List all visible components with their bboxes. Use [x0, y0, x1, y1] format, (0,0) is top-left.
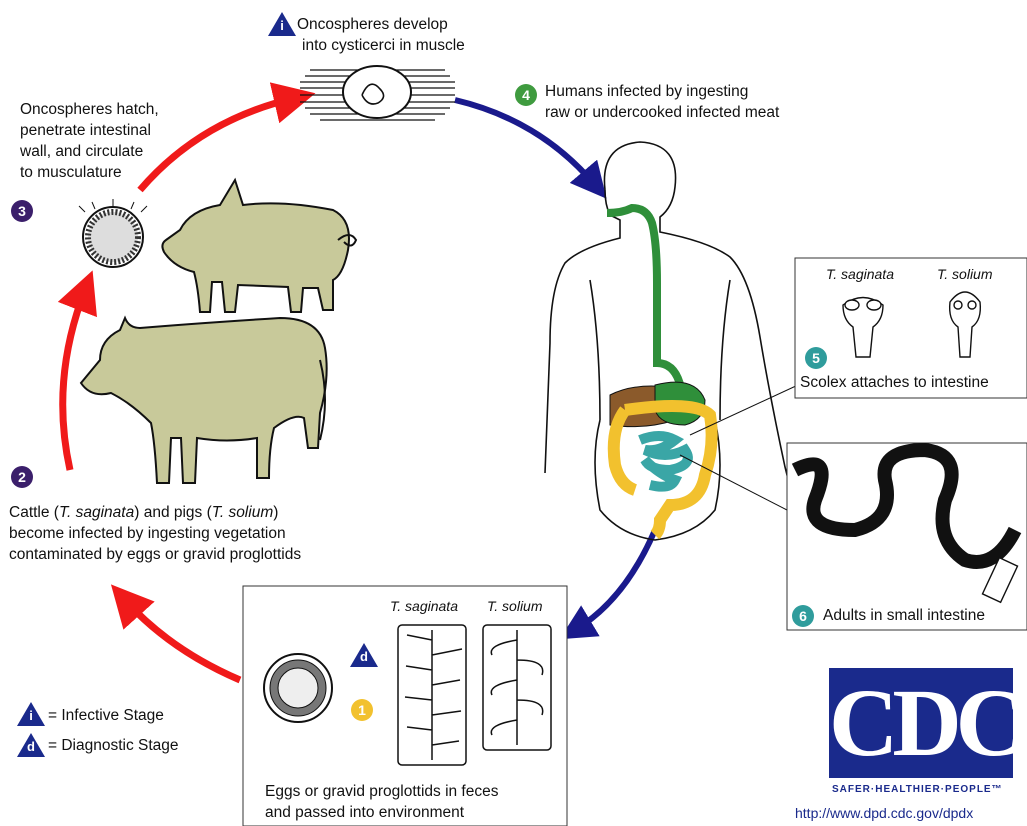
arrow-3-to-top: [140, 98, 295, 190]
cyst-text-2: into cysticerci in muscle: [302, 36, 465, 56]
step-1-text-2: and passed into environment: [265, 803, 464, 823]
step-6-badge: 6: [792, 605, 814, 627]
step-3-badge: 3: [11, 200, 33, 222]
step-2-text-2: become infected by ingesting vegetation: [9, 524, 286, 544]
legend-infective-icon: i: [17, 702, 45, 726]
infective-stage-icon: i: [268, 12, 296, 36]
step-5-text: Scolex attaches to intestine: [800, 373, 989, 393]
step-1-species-2: T. solium: [487, 596, 543, 616]
legend-diagnostic-icon: d: [17, 733, 45, 757]
cdc-logo: CDC: [829, 668, 1013, 778]
step-3-text-2: penetrate intestinal: [20, 121, 151, 141]
egg: [264, 654, 332, 722]
step-1-text-1: Eggs or gravid proglottids in feces: [265, 782, 498, 802]
step-2-text-1: Cattle (T. saginata) and pigs (T. solium…: [9, 503, 278, 523]
proglottid-solium: [483, 625, 551, 750]
arrow-1-to-2: [125, 600, 240, 680]
legend-infective-text: = Infective Stage: [48, 706, 164, 726]
step-1-badge: 1: [351, 699, 373, 721]
oncosphere: [79, 199, 147, 267]
step-1-species-1: T. saginata: [390, 596, 458, 616]
step-4-text-2: raw or undercooked infected meat: [545, 103, 779, 123]
step-5-badge: 5: [805, 347, 827, 369]
step-6-text: Adults in small intestine: [823, 606, 985, 626]
arrow-human-to-1: [575, 530, 655, 630]
legend-diagnostic-text: = Diagnostic Stage: [48, 736, 179, 756]
step-2-text-3: contaminated by eggs or gravid proglotti…: [9, 545, 301, 565]
source-url[interactable]: http://www.dpd.cdc.gov/dpdx: [795, 803, 973, 823]
proglottid-saginata: [398, 625, 466, 765]
small-intestine: [640, 436, 688, 487]
pig: [162, 180, 356, 312]
step-3-text-3: wall, and circulate: [20, 142, 143, 162]
cyst-text-1: Oncospheres develop: [297, 15, 448, 35]
step-3-text-1: Oncospheres hatch,: [20, 100, 159, 120]
cdc-tagline: SAFER·HEALTHIER·PEOPLE™: [832, 780, 1003, 800]
cow: [81, 318, 327, 483]
arrow-2-to-3: [63, 290, 85, 470]
diagnostic-stage-icon: d: [350, 643, 378, 667]
step-3-text-4: to musculature: [20, 163, 122, 183]
step-5-species-1: T. saginata: [826, 264, 894, 284]
step-2-badge: 2: [11, 466, 33, 488]
step-5-species-2: T. solium: [937, 264, 993, 284]
cysticercus-in-muscle: [300, 66, 455, 120]
step-4-badge: 4: [515, 84, 537, 106]
step-4-text-1: Humans infected by ingesting: [545, 82, 748, 102]
